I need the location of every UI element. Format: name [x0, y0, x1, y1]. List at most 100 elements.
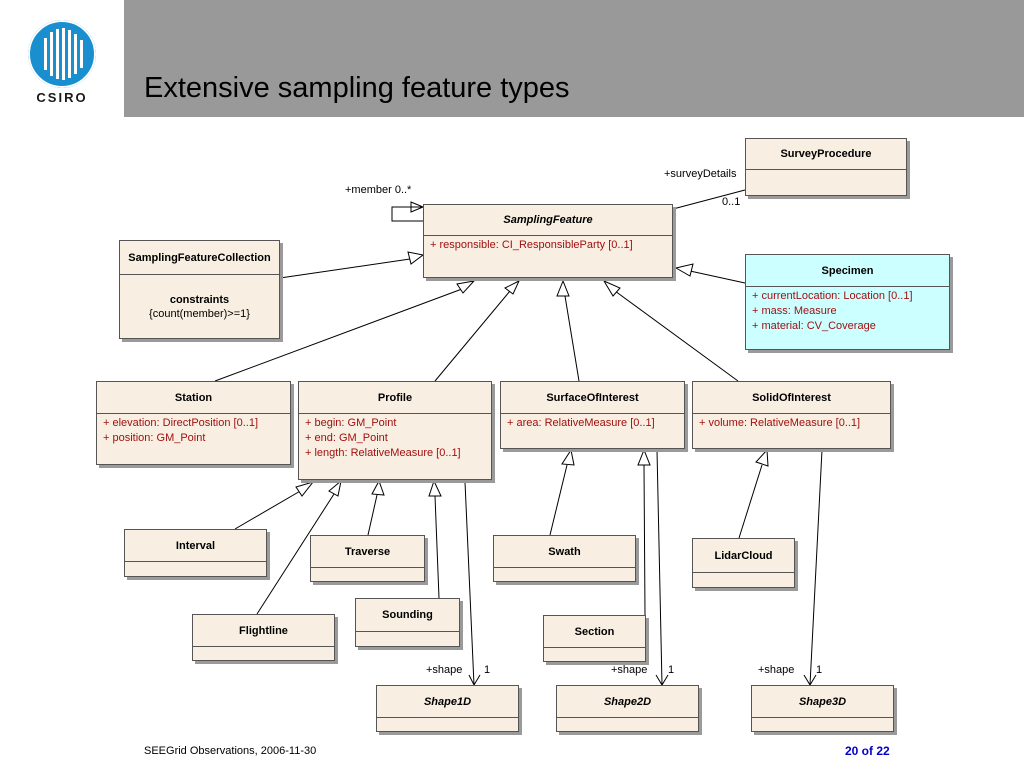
slide-title: Extensive sampling feature types: [144, 72, 570, 104]
attribute: + material: CV_Coverage: [752, 320, 876, 332]
flightline-generalization-line: [256, 493, 335, 615]
attribute: + length: RelativeMeasure [0..1]: [305, 447, 461, 459]
attribute: + end: GM_Point: [305, 432, 388, 444]
solid-generalization-line: [614, 290, 739, 382]
class-name: Station: [97, 382, 290, 414]
shape3d-association: [809, 449, 823, 686]
attribute: + currentLocation: Location [0..1]: [752, 290, 913, 302]
attribute: + position: GM_Point: [103, 432, 206, 444]
interval-triangle-arrowhead: [295, 481, 315, 497]
collection-generalization-line: [279, 258, 411, 279]
attribute: + responsible: CI_ResponsibleParty [0..1…: [430, 239, 633, 251]
attribute-list: + area: RelativeMeasure [0..1]: [501, 414, 684, 433]
traverse-generalization-line: [367, 494, 378, 536]
footer-text: SEEGrid Observations, 2006-11-30: [144, 745, 317, 757]
class-station[interactable]: Station + elevation: DirectPosition [0..…: [96, 381, 291, 465]
constraint-text: {count(member)>=1}: [149, 308, 250, 320]
class-survey-procedure[interactable]: SurveyProcedure: [745, 138, 907, 196]
constraints-title: constraints: [169, 294, 230, 306]
class-name: SolidOfInterest: [693, 382, 890, 414]
shape3d-role-label: +shape: [758, 664, 795, 676]
collection-triangle-arrowhead: [407, 251, 425, 265]
station-generalization-line: [214, 288, 463, 382]
attribute-list: + volume: RelativeMeasure [0..1]: [693, 414, 890, 433]
class-shape3d[interactable]: Shape3D: [751, 685, 894, 732]
class-name: Flightline: [193, 615, 334, 647]
class-sampling-feature-collection[interactable]: SamplingFeatureCollection constraints {c…: [119, 240, 280, 339]
class-surface-of-interest[interactable]: SurfaceOfInterest + area: RelativeMeasur…: [500, 381, 685, 449]
traverse-triangle-arrowhead: [371, 479, 385, 496]
shape1d-multiplicity: 1: [484, 664, 491, 676]
class-name: Profile: [299, 382, 491, 414]
station-triangle-arrowhead: [456, 280, 476, 294]
attribute-list: + elevation: DirectPosition [0..1] + pos…: [97, 414, 290, 448]
swath-triangle-arrowhead: [561, 448, 575, 466]
class-name: Traverse: [311, 536, 424, 568]
sounding-triangle-arrowhead: [428, 479, 442, 497]
class-sampling-feature[interactable]: SamplingFeature + responsible: CI_Respon…: [423, 204, 673, 278]
class-name: Interval: [125, 530, 266, 562]
logo-text: CSIRO: [36, 90, 88, 105]
attribute: + volume: RelativeMeasure [0..1]: [699, 417, 861, 429]
survey-details-label: +surveyDetails: [664, 168, 737, 180]
class-lidar-cloud[interactable]: LidarCloud: [692, 538, 795, 588]
survey-details-association: [672, 189, 746, 210]
class-traverse[interactable]: Traverse: [310, 535, 425, 582]
class-solid-of-interest[interactable]: SolidOfInterest + volume: RelativeMeasur…: [692, 381, 891, 449]
shape2d-association: [656, 449, 663, 686]
member-self-association: [391, 206, 423, 222]
specimen-triangle-arrowhead: [674, 263, 694, 277]
class-name: Swath: [494, 536, 635, 568]
class-name: Shape3D: [752, 686, 893, 718]
class-shape1d[interactable]: Shape1D: [376, 685, 519, 732]
class-name: Specimen: [746, 255, 949, 287]
swath-generalization-line: [549, 464, 568, 536]
title-bar: [124, 0, 1024, 117]
class-swath[interactable]: Swath: [493, 535, 636, 582]
class-name: Shape2D: [557, 686, 698, 718]
constraints-compartment: constraints {count(member)>=1}: [120, 275, 279, 321]
class-flightline[interactable]: Flightline: [192, 614, 335, 661]
class-name: Section: [544, 616, 645, 648]
survey-details-multiplicity: 0..1: [722, 196, 741, 208]
profile-triangle-arrowhead: [504, 279, 521, 295]
solid-triangle-arrowhead: [602, 279, 621, 297]
class-specimen[interactable]: Specimen + currentLocation: Location [0.…: [745, 254, 950, 350]
class-interval[interactable]: Interval: [124, 529, 267, 577]
class-name: Shape1D: [377, 686, 518, 718]
profile-generalization-line: [434, 290, 511, 382]
shape2d-role-label: +shape: [611, 664, 648, 676]
section-triangle-arrowhead: [637, 448, 651, 466]
lidar-triangle-arrowhead: [755, 448, 769, 467]
class-name: SamplingFeature: [424, 205, 672, 236]
shape1d-association: [464, 481, 475, 686]
section-generalization-line: [643, 464, 646, 616]
shape1d-arrowhead: [468, 674, 481, 687]
shape3d-multiplicity: 1: [816, 664, 823, 676]
csiro-logo-icon: [28, 20, 96, 88]
surface-generalization-line: [564, 295, 580, 382]
class-profile[interactable]: Profile + begin: GM_Point + end: GM_Poin…: [298, 381, 492, 480]
attribute-list: + responsible: CI_ResponsibleParty [0..1…: [424, 236, 672, 255]
class-name: SamplingFeatureCollection: [120, 241, 279, 275]
class-name: SurveyProcedure: [746, 139, 906, 170]
shape1d-role-label: +shape: [426, 664, 463, 676]
member-open-arrowhead: [410, 201, 425, 213]
sounding-generalization-line: [434, 495, 440, 599]
class-shape2d[interactable]: Shape2D: [556, 685, 699, 732]
shape2d-multiplicity: 1: [668, 664, 675, 676]
attribute-list: + begin: GM_Point + end: GM_Point + leng…: [299, 414, 491, 463]
attribute: + elevation: DirectPosition [0..1]: [103, 417, 258, 429]
class-name: LidarCloud: [693, 539, 794, 573]
attribute: + mass: Measure: [752, 305, 837, 317]
class-name: Sounding: [356, 599, 459, 632]
surface-triangle-arrowhead: [556, 279, 570, 297]
page-number: 20 of 22: [845, 744, 890, 758]
attribute: + begin: GM_Point: [305, 417, 397, 429]
class-section[interactable]: Section: [543, 615, 646, 662]
class-sounding[interactable]: Sounding: [355, 598, 460, 647]
logo-area: CSIRO: [0, 0, 124, 117]
interval-generalization-line: [234, 489, 303, 530]
specimen-generalization-line: [689, 270, 746, 284]
